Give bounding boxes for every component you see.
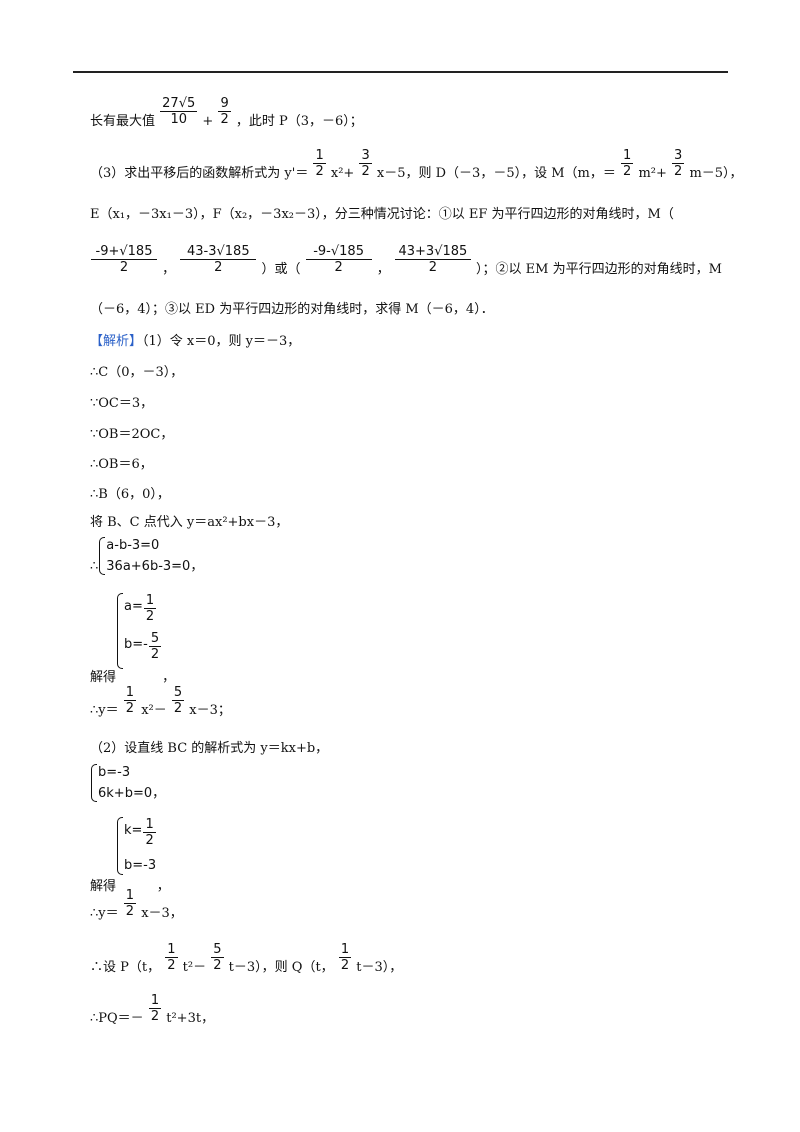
analysis-line-c: ∴C（0，－3），	[90, 365, 184, 380]
fraction-half: 1 2	[621, 148, 634, 179]
fraction-m1-y: 43-3√185 2	[180, 244, 257, 275]
fraction-m2-y: 43+3√185 2	[394, 244, 471, 275]
analysis-line-ob2oc: ∵OB＝2OC，	[90, 427, 174, 442]
fraction-three-halves: 3 2	[672, 148, 685, 179]
pq-length-line: ∴PQ＝－ 1 2 t²+3t，	[90, 993, 215, 1026]
analysis-line-b: ∴B（6，0），	[90, 487, 170, 502]
fraction-9-over-2: 9 2	[218, 96, 231, 127]
line-bc-result: ∴y＝ 1 2 x－3，	[90, 888, 183, 921]
fraction-half: 1 2	[313, 148, 326, 179]
max-value-line: 长有最大值 27√5 10 + 9 2 ，此时 P（3，－6）；	[90, 96, 363, 129]
fraction-m2-x: -9-√185 2	[305, 244, 372, 275]
fraction-three-halves: 3 2	[359, 148, 372, 179]
part3-line-2: E（x₁，－3x₁－3），F（x₂，－3x₂－3），分三种情况讨论：①以 EF …	[90, 207, 674, 222]
analysis-line-ob: ∴OB＝6，	[90, 457, 153, 472]
analysis-part2-line: （2）设直线 BC 的解析式为 y＝kx+b，	[90, 741, 329, 756]
analysis-part1-line: 【解析】（1）令 x＝0，则 y＝－3，	[90, 334, 301, 349]
points-pq-line: ∴设 P（t， 1 2 t²－ 5 2 t－3），则 Q（t， 1 2 t－3）…	[90, 942, 403, 975]
part3-line-3: -9+√185 2 ， 43-3√185 2 ）或（ -9-√185 2 ， 4…	[90, 244, 722, 277]
analysis-line-oc: ∵OC＝3，	[90, 396, 154, 411]
analysis-line-substitute: 将 B、C 点代入 y＝ax²+bx－3，	[90, 515, 289, 530]
analysis-tag: 【解析】	[90, 334, 143, 349]
parabola-result-line: ∴y＝ 1 2 x²－ 5 2 x－3；	[90, 685, 231, 718]
part3-line-1: （3）求出平移后的函数解析式为 y'＝ 1 2 x²+ 3 2 x－5，则 D（…	[90, 148, 743, 181]
header-rule	[73, 71, 728, 73]
fraction-m1-x: -9+√185 2	[91, 244, 157, 275]
fraction-27root5-over-10: 27√5 10	[160, 96, 198, 127]
part3-line-4: （－6，4）；③以 ED 为平行四边形的对角线时，求得 M（－6，4）．	[90, 302, 494, 317]
